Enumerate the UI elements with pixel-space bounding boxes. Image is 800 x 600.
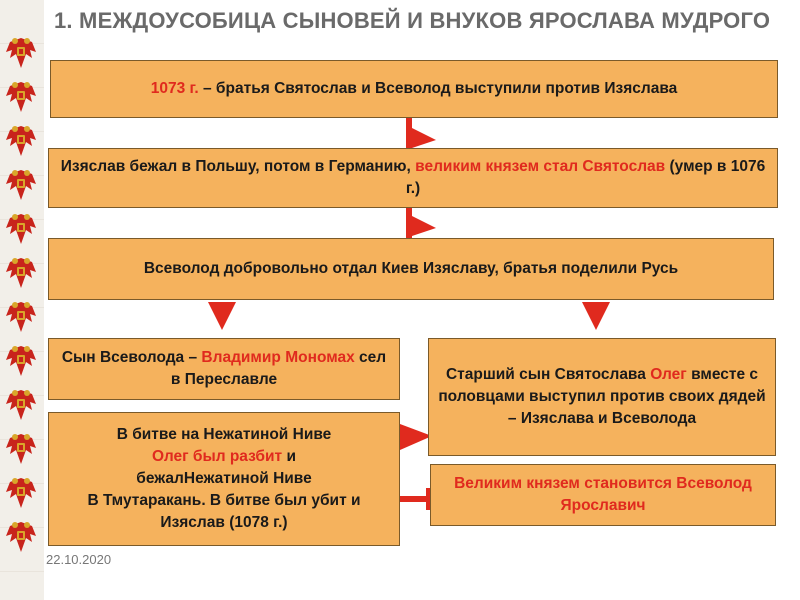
coat-of-arms-icon (6, 214, 36, 244)
box-izyaslav-fled: Изяслав бежал в Польшу, потом в Германию… (48, 148, 778, 208)
box-2-red: великим князем стал Святослав (415, 158, 666, 175)
box-6-line-1: В битве на Нежатиной Ниве (116, 426, 332, 443)
arrow-b2-b3-stem (406, 208, 412, 240)
box-5-text-2: вместе с половцами выступил против своих… (438, 366, 766, 427)
arrow-b1-b2-stem (406, 118, 412, 148)
slide-date: 22.10.2020 (46, 552, 112, 567)
box-4-text-1: Сын Всеволода – (61, 349, 202, 366)
arrow-b1-b2-head (412, 128, 436, 148)
coat-of-arms-icon (6, 82, 36, 112)
box-6-line-4: В Тмутаракань. В битве был убит и Изясла… (87, 492, 361, 531)
box-5-red: Олег (650, 366, 687, 383)
box-7-text: Великим князем становится Всеволод Яросл… (454, 475, 752, 514)
box-2-text-1: Изяслав бежал в Польшу, потом в Германию… (60, 158, 416, 175)
box-5-text-1: Старший сын Святослава (445, 366, 651, 383)
box-vsevolod-grand-prince: Великим князем становится Всеволод Яросл… (430, 464, 776, 526)
box-nezhatina-niva: В битве на Нежатиной Ниве Олег был разби… (48, 412, 400, 546)
coat-of-arms-icon (6, 126, 36, 156)
box-2-text-2: (умер в 1076 г.) (405, 158, 766, 197)
arrow-b3-b5-head (582, 302, 610, 330)
coat-of-arms-icon (6, 38, 36, 68)
coat-of-arms-icon (6, 390, 36, 420)
box-vsevolod-gave-kiev: Всеволод добровольно отдал Киев Изяславу… (48, 238, 774, 300)
coat-of-arms-icon (6, 302, 36, 332)
coat-of-arms-icon (6, 346, 36, 376)
arrow-b2-b3-head (412, 216, 436, 236)
year-1073: 1073 г. (150, 80, 199, 97)
box-6-red: Олег был разбит (152, 448, 283, 465)
page-title: 1. Междоусобица сыновей и внуков Ярослав… (54, 8, 771, 33)
coat-of-arms-icon (6, 170, 36, 200)
box-4-text-2: сел в Переславле (170, 349, 387, 388)
box-6-line-3: бежалНежатиной Ниве (136, 470, 312, 487)
box-3-text: Всеволод добровольно отдал Киев Изяславу… (143, 260, 679, 277)
box-4-red: Владимир Мономах (201, 349, 355, 366)
box-6-line-2: и (282, 448, 296, 465)
box-oleg-polovtsy: Старший сын Святослава Олег вместе с пол… (428, 338, 776, 456)
coat-of-arms-icon (6, 434, 36, 464)
arrow-b6-b7-stem (398, 496, 430, 502)
box-1-text: – братья Святослав и Всеволод выступили … (198, 80, 678, 97)
box-vladimir-monomakh: Сын Всеволода – Владимир Мономах сел в П… (48, 338, 400, 400)
coat-of-arms-icon (6, 478, 36, 508)
box-1073-brothers: 1073 г. – братья Святослав и Всеволод вы… (50, 60, 778, 118)
arrow-b3-b4-head (208, 302, 236, 330)
arrow-b6-b5-stem (398, 433, 412, 439)
coat-of-arms-icon (6, 258, 36, 288)
coat-of-arms-icon (6, 522, 36, 552)
